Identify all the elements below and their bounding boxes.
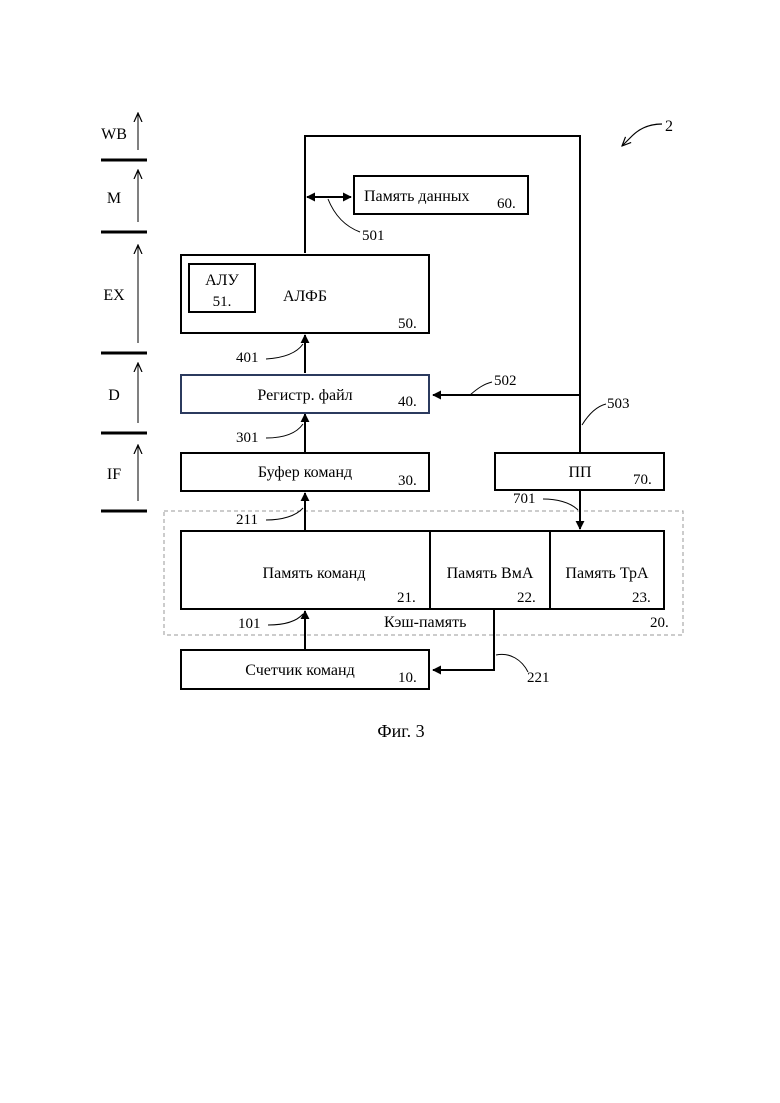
vma-memory-number: 22. <box>517 590 536 606</box>
pp-number: 70. <box>633 472 652 488</box>
data-memory-number: 60. <box>497 196 516 212</box>
leader-301 <box>266 424 303 438</box>
stage-label-ex: EX <box>103 287 125 304</box>
cache-memory-label: Кэш-память <box>384 614 466 631</box>
stage-label-wb: WB <box>101 126 127 143</box>
leader-101 <box>268 614 303 625</box>
alfb-label: АЛФБ <box>283 288 327 305</box>
ref-211: 211 <box>236 512 258 528</box>
data-memory-label: Память данных <box>364 188 470 205</box>
register-file-number: 40. <box>398 394 417 410</box>
ref-502: 502 <box>494 373 517 389</box>
leader-701 <box>543 499 578 510</box>
alfb-number: 50. <box>398 316 417 332</box>
stage-axis <box>101 113 147 511</box>
ref-301: 301 <box>236 430 259 446</box>
program-counter-label: Счетчик команд <box>245 662 354 679</box>
ref-101: 101 <box>238 616 261 632</box>
leader-503 <box>582 404 606 425</box>
register-file-label: Регистр. файл <box>257 387 352 404</box>
instruction-buffer-label: Буфер команд <box>258 464 352 481</box>
leader-221 <box>496 654 528 672</box>
stage-label-m: M <box>107 190 121 207</box>
instruction-buffer-number: 30. <box>398 473 417 489</box>
vma-memory-label: Память ВмА <box>447 565 534 582</box>
figure-caption: Фиг. 3 <box>377 721 424 741</box>
ref-503: 503 <box>607 396 630 412</box>
pp-label: ПП <box>568 464 592 481</box>
leader-401 <box>266 344 303 359</box>
tra-memory-label: Память ТрА <box>565 565 649 582</box>
alu-label: АЛУ <box>205 272 239 289</box>
leader-211 <box>266 508 303 520</box>
ref-701: 701 <box>513 491 536 507</box>
leader-502 <box>470 382 492 395</box>
tra-memory-number: 23. <box>632 590 651 606</box>
stage-label-d: D <box>108 387 120 404</box>
ref-221: 221 <box>527 670 550 686</box>
program-counter-number: 10. <box>398 670 417 686</box>
instruction-memory-label: Память команд <box>263 565 366 582</box>
alu-number: 51. <box>213 294 232 310</box>
instruction-memory-number: 21. <box>397 590 416 606</box>
cache-memory-number: 20. <box>650 615 669 631</box>
figure-reference-number: 2 <box>665 118 673 135</box>
ref-401: 401 <box>236 350 259 366</box>
stage-label-if: IF <box>107 466 121 483</box>
ref-501: 501 <box>362 228 385 244</box>
figure-reference: 2 <box>622 118 673 146</box>
